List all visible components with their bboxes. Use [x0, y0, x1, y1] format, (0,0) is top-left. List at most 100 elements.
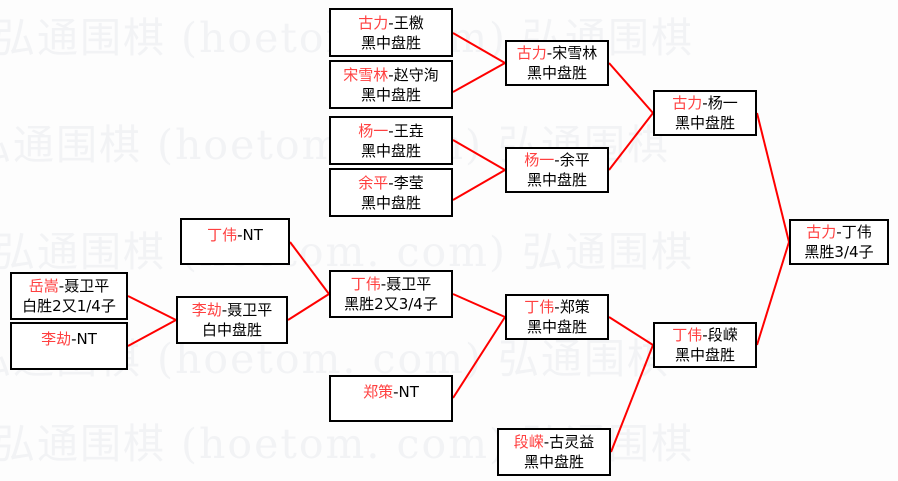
- match-separator: -: [388, 173, 394, 192]
- match-player-winner: 宋雪林: [343, 65, 389, 84]
- connector-line: [452, 32, 506, 64]
- match-separator: -: [58, 277, 65, 295]
- match-players: 李劫-聂卫平: [192, 300, 272, 320]
- connector-line: [756, 241, 790, 346]
- match-players: 宋雪林-赵守洵: [343, 65, 438, 85]
- match-players: 古力-宋雪林: [517, 43, 597, 63]
- match-player-winner: 丁伟: [207, 226, 238, 244]
- connector-line: [608, 316, 654, 346]
- match-player-winner: 古力: [516, 44, 547, 62]
- match-separator: -: [554, 298, 560, 316]
- match-player-opponent: 杨一: [707, 94, 738, 112]
- match-players: 李劫-NT: [41, 329, 97, 349]
- match-box[interactable]: 古力-丁伟黑胜3/4子: [789, 219, 889, 265]
- match-player-winner: 杨一: [358, 121, 389, 140]
- match-player-opponent: 郑策: [559, 298, 590, 316]
- match-result: 黑中盘胜: [526, 171, 587, 189]
- match-player-opponent: 丁伟: [841, 223, 872, 241]
- match-separator: -: [221, 301, 228, 319]
- connector-line: [289, 241, 330, 295]
- connector-line: [608, 112, 654, 171]
- match-player-winner: 郑策: [363, 383, 394, 401]
- match-players: 余平-李莹: [358, 173, 423, 193]
- match-result: 黑中盘胜: [526, 318, 587, 336]
- match-separator: -: [546, 44, 553, 62]
- match-player-opponent: NT: [398, 383, 419, 401]
- match-player-winner: 丁伟: [524, 298, 555, 316]
- connector-line: [127, 319, 177, 347]
- match-player-opponent: 王檄: [393, 13, 424, 32]
- match-separator: -: [71, 330, 77, 348]
- match-players: 郑策-NT: [363, 382, 419, 402]
- connector-line: [452, 139, 506, 171]
- match-players: 丁伟-NT: [207, 225, 263, 245]
- match-separator: -: [836, 223, 842, 241]
- match-separator: -: [543, 433, 550, 451]
- match-player-winner: 李劫: [41, 330, 72, 348]
- watermark-text: 弘通围棋 (hoetom. com) 弘通围棋: [0, 420, 695, 468]
- match-player-opponent: 聂卫平: [386, 275, 432, 293]
- match-box[interactable]: 岳嵩-聂卫平白胜2又1/4子: [10, 272, 128, 320]
- match-player-opponent: 段嵘: [707, 326, 738, 344]
- match-players: 岳嵩-聂卫平: [29, 276, 109, 296]
- match-result: 黑中盘胜: [523, 453, 584, 471]
- match-separator: -: [702, 326, 708, 344]
- match-player-winner: 古力: [358, 13, 389, 32]
- match-player-winner: 杨一: [524, 151, 555, 169]
- match-box[interactable]: 郑策-NT: [329, 375, 453, 422]
- match-result: 黑中盘胜: [360, 193, 421, 212]
- watermark-text: 弘通围棋 (hoetom. com) 弘通围棋: [0, 335, 671, 383]
- match-player-opponent: 王垚: [393, 121, 424, 140]
- match-box[interactable]: 杨一-王垚黑中盘胜: [329, 116, 453, 165]
- match-players: 段嵘-古灵益: [514, 432, 594, 452]
- match-box[interactable]: 古力-杨一黑中盘胜: [653, 90, 757, 136]
- match-result: 黑中盘胜: [360, 85, 421, 104]
- match-player-winner: 古力: [806, 223, 837, 241]
- match-box[interactable]: 李劫-NT: [10, 322, 128, 370]
- connector-line: [452, 316, 506, 399]
- match-result: 黑胜2又3/4子: [344, 295, 438, 313]
- match-separator: -: [388, 13, 394, 32]
- connector-line: [608, 62, 654, 114]
- match-result: 白胜2又1/4子: [22, 297, 116, 315]
- match-box[interactable]: 余平-李莹黑中盘胜: [329, 168, 453, 217]
- match-box[interactable]: 古力-王檄黑中盘胜: [329, 8, 453, 57]
- match-box[interactable]: 丁伟-NT: [180, 218, 290, 265]
- match-result: 黑中盘胜: [360, 33, 421, 52]
- match-player-opponent: 赵守洵: [393, 65, 439, 84]
- match-separator: -: [237, 226, 243, 244]
- match-players: 古力-丁伟: [806, 222, 871, 242]
- match-box[interactable]: 李劫-聂卫平白中盘胜: [176, 296, 288, 344]
- connector-line: [452, 293, 506, 318]
- match-box[interactable]: 丁伟-郑策黑中盘胜: [505, 294, 609, 340]
- match-players: 古力-王檄: [358, 13, 423, 33]
- match-player-winner: 段嵘: [513, 433, 544, 451]
- match-player-opponent: NT: [242, 226, 263, 244]
- match-box[interactable]: 丁伟-聂卫平黑胜2又3/4子: [329, 270, 453, 318]
- match-result: 黑胜3/4子: [804, 243, 874, 261]
- match-box[interactable]: 段嵘-古灵益黑中盘胜: [497, 428, 611, 476]
- match-result: 黑中盘胜: [360, 141, 421, 160]
- match-player-winner: 丁伟: [672, 326, 703, 344]
- match-player-winner: 丁伟: [350, 275, 381, 293]
- match-player-winner: 李劫: [191, 301, 222, 319]
- match-box[interactable]: 古力-宋雪林黑中盘胜: [505, 40, 609, 86]
- connector-line: [287, 293, 330, 321]
- connector-line: [610, 344, 654, 453]
- match-separator: -: [554, 151, 560, 169]
- match-separator: -: [388, 65, 394, 84]
- match-box[interactable]: 宋雪林-赵守洵黑中盘胜: [329, 60, 453, 109]
- match-player-winner: 古力: [672, 94, 703, 112]
- match-result: 黑中盘胜: [674, 346, 735, 364]
- match-players: 古力-杨一: [672, 93, 737, 113]
- match-box[interactable]: 杨一-余平黑中盘胜: [505, 147, 609, 193]
- match-result: 黑中盘胜: [526, 64, 587, 82]
- match-box[interactable]: 丁伟-段嵘黑中盘胜: [653, 322, 757, 368]
- match-player-opponent: NT: [76, 330, 97, 348]
- match-players: 杨一-余平: [524, 150, 589, 170]
- connector-line: [756, 112, 790, 243]
- match-result: 黑中盘胜: [674, 114, 735, 132]
- connector-line: [452, 62, 506, 93]
- match-separator: -: [388, 121, 394, 140]
